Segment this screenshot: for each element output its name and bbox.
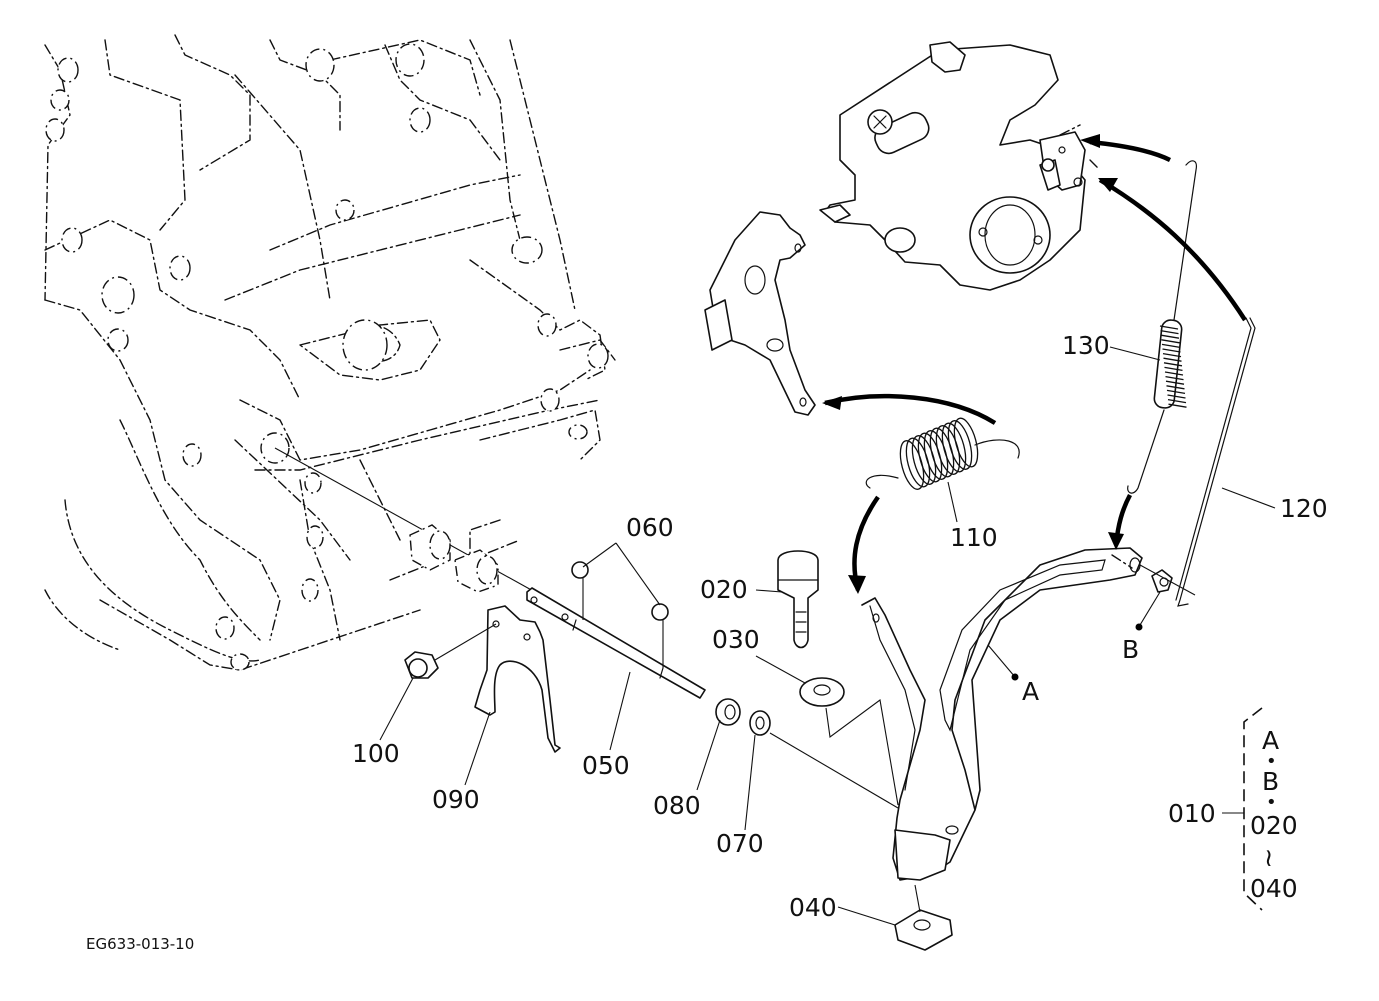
group-separator-dot: •: [1266, 751, 1277, 772]
spring-coil: [1161, 343, 1181, 349]
callout-040: 040: [789, 893, 837, 922]
spring-coil: [1165, 375, 1184, 381]
spring-coil: [1165, 380, 1185, 385]
throttle-lever: [704, 211, 816, 416]
callout-130: 130: [1062, 331, 1110, 360]
group-separator-dot: •: [1266, 792, 1277, 813]
part-040-nut: [894, 884, 953, 951]
spring-coil: [1162, 352, 1182, 358]
callout-050: 050: [582, 751, 630, 780]
leader-lines: [379, 346, 1276, 926]
part-100-bolt: [404, 623, 497, 679]
group-member-020: 020: [1250, 811, 1298, 840]
part-020-screw: [777, 550, 819, 649]
spring-coil: [1166, 389, 1186, 395]
spring-coil: [1164, 366, 1183, 372]
callout-labels: 060 020 030 110 130 120 100 090 050 080 …: [352, 331, 1328, 922]
reference-b: B: [1122, 635, 1139, 664]
part-010-governor-lever: [861, 547, 1143, 881]
group-member-040: 040: [1250, 874, 1298, 903]
group-member-b: B: [1262, 767, 1279, 796]
assembly-group-010: 010 A • B • 020 ≀ 040: [1168, 707, 1298, 911]
spring-coil: [1166, 385, 1185, 390]
spring-coil: [1163, 357, 1182, 362]
spring-coil: [1167, 398, 1187, 404]
part-050-shaft: [526, 587, 706, 699]
part-130-spring: [1127, 160, 1197, 494]
part-120-rod: [1175, 317, 1256, 607]
reference-a: A: [1022, 677, 1039, 706]
part-090-governor-fork: [474, 605, 561, 753]
callout-120: 120: [1280, 494, 1328, 523]
assembly-arrows: [822, 134, 1247, 594]
spring-coil: [1162, 348, 1181, 353]
group-member-a: A: [1262, 726, 1279, 755]
spring-coil: [1167, 394, 1186, 399]
link-line: [1059, 124, 1081, 136]
part-060-retaining-rings: [571, 561, 669, 668]
spring-coil: [947, 420, 973, 470]
callout-100: 100: [352, 739, 400, 768]
part-030-washer: [799, 677, 899, 806]
link-line: [1111, 554, 1133, 569]
spring-coil: [1168, 403, 1187, 408]
spring-coil: [1160, 329, 1179, 335]
spring-coil: [941, 422, 967, 473]
callout-020: 020: [700, 575, 748, 604]
spring-coil: [1159, 325, 1179, 330]
callout-080: 080: [653, 791, 701, 820]
link-line: [1089, 159, 1099, 169]
part-080-collar: [715, 698, 741, 726]
part-b-collar: [1139, 564, 1196, 596]
drawing-code: EG633-013-10: [86, 935, 194, 953]
spring-coil: [1161, 339, 1180, 344]
group-range-symbol: ≀: [1264, 843, 1273, 872]
callout-030: 030: [712, 625, 760, 654]
bushing-pair: [409, 524, 499, 593]
callout-060: 060: [626, 513, 674, 542]
part-110-spring: [865, 417, 1020, 490]
callout-110: 110: [950, 523, 998, 552]
spring-coil: [953, 417, 979, 468]
spring-coil: [1163, 362, 1183, 367]
throttle-body: [819, 41, 1086, 291]
spring-coil: [1160, 334, 1180, 339]
callout-070: 070: [716, 829, 764, 858]
spring-coil: [1164, 371, 1184, 376]
group-label-010: 010: [1168, 799, 1216, 828]
part-070-washer: [749, 710, 771, 736]
callout-090: 090: [432, 785, 480, 814]
engine-block: [44, 34, 616, 671]
